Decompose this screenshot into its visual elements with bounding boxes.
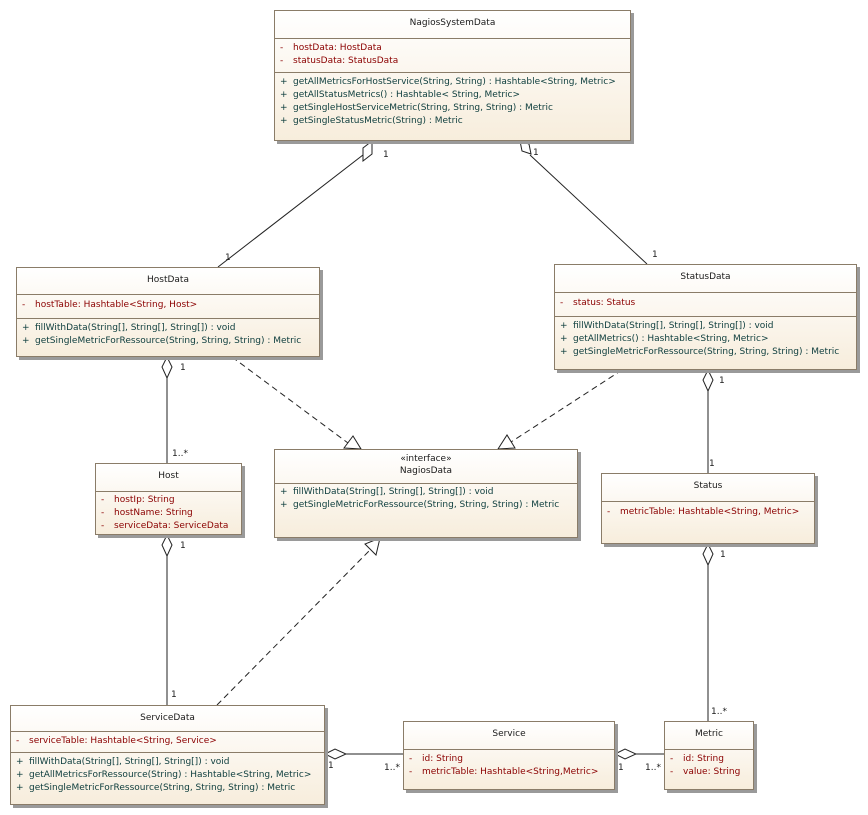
class-status[interactable]: Status -metricTable: Hashtable<String, M… [601,473,815,544]
class-servicedata[interactable]: ServiceData -serviceTable: Hashtable<Str… [10,705,325,805]
attribute-row: -hostIp: String [101,495,175,505]
attribute-row: -metricTable: Hashtable<String, Metric> [607,507,800,517]
attribute-row: -serviceTable: Hashtable<String, Service… [16,736,217,746]
class-nagiossystemdata[interactable]: NagiosSystemData -hostData: HostData -st… [274,10,631,141]
operation-row: +getSingleHostServiceMetric(String, Stri… [280,103,553,113]
realization-arrowhead [497,434,516,450]
multiplicity-label: 1 [719,376,725,386]
interface-title: «interface» NagiosData [275,450,577,484]
realization-hostdata-nagiosdata [231,356,349,444]
operation-row: +fillWithData(String[], String[], String… [16,757,230,767]
operation-row: +getSingleMetricForRessource(String, Str… [280,500,560,510]
class-metric[interactable]: Metric -id: String -value: String [664,721,754,790]
aggregation-diamond [702,368,714,393]
class-name: Host [96,464,241,492]
realization-servicedata-nagiosdata [216,549,371,706]
realization-arrowhead [343,435,362,450]
aggregation-diamond [519,140,532,155]
multiplicity-label: 1 [180,363,186,373]
attribute-row: -id: String [409,754,463,764]
multiplicity-label: 1..* [384,763,400,773]
attributes-compartment: -status: Status [555,293,856,317]
class-hostdata[interactable]: HostData -hostTable: Hashtable<String, H… [16,267,320,357]
aggregation-diamond [161,355,173,380]
operation-row: +getSingleMetricForRessource(String, Str… [22,336,302,346]
multiplicity-label: 1 [720,550,726,560]
operation-row: +getAllMetrics() : Hashtable<String, Met… [560,334,769,344]
class-name: Service [404,722,614,750]
multiplicity-label: 1 [383,150,389,160]
class-name: Metric [665,722,753,750]
attributes-compartment: -serviceTable: Hashtable<String, Service… [11,732,324,753]
class-service[interactable]: Service -id: String -metricTable: Hashta… [403,721,615,790]
multiplicity-label: 1..* [172,449,188,459]
class-statusdata[interactable]: StatusData -status: Status +fillWithData… [554,264,857,370]
multiplicity-label: 1 [533,148,539,158]
operation-row: +fillWithData(String[], String[], String… [560,321,774,331]
aggregation-nagiossystemdata-hostdata [217,147,373,268]
multiplicity-label: 1..* [711,707,727,717]
operation-row: +getAllStatusMetrics() : Hashtable< Stri… [280,90,521,100]
attributes-compartment: -metricTable: Hashtable<String, Metric> [602,502,814,523]
class-name: Status [602,474,814,502]
operation-row: +getAllMetricsForRessource(String) : Has… [16,770,312,780]
attributes-compartment: -hostTable: Hashtable<String, Host> [17,295,319,319]
attribute-row: -statusData: StatusData [280,56,399,66]
class-host[interactable]: Host -hostIp: String -hostName: String -… [95,463,242,535]
aggregation-diamond [702,542,714,567]
attributes-compartment: -hostIp: String -hostName: String -servi… [96,492,241,537]
interface-stereotype: «interface» [400,454,452,464]
operation-row: +fillWithData(String[], String[], String… [22,323,236,333]
operations-compartment: +getAllMetricsForHostService(String, Str… [275,73,630,132]
operations-compartment: +fillWithData(String[], String[], String… [555,317,856,363]
operation-row: +getSingleMetricForRessource(String, Str… [560,347,840,357]
attribute-row: -id: String [670,754,724,764]
attribute-row: -status: Status [560,298,636,308]
multiplicity-label: 1 [618,763,624,773]
attributes-compartment: -id: String -metricTable: Hashtable<Stri… [404,750,614,783]
realization-arrowhead [364,537,381,556]
aggregation-nagiossystemdata-statusdata [529,154,648,265]
multiplicity-label: 1 [652,250,658,260]
operation-row: +getSingleStatusMetric(String) : Metric [280,116,463,126]
realization-statusdata-nagiosdata [510,369,623,443]
aggregation-diamond [161,533,173,558]
operation-row: +getSingleMetricForRessource(String, Str… [16,783,296,793]
attributes-compartment: -id: String -value: String [665,750,753,783]
multiplicity-label: 1 [180,541,186,551]
multiplicity-label: 1 [171,690,177,700]
attribute-row: -metricTable: Hashtable<String,Metric> [409,767,599,777]
class-name: NagiosSystemData [275,11,630,39]
interface-nagiosdata[interactable]: «interface» NagiosData +fillWithData(Str… [274,449,578,538]
aggregation-diamond [362,139,373,163]
operation-row: +getAllMetricsForHostService(String, Str… [280,77,616,87]
attribute-row: -hostName: String [101,508,193,518]
multiplicity-label: 1 [225,253,231,263]
multiplicity-label: 1 [328,761,334,771]
operation-row: +fillWithData(String[], String[], String… [280,487,494,497]
operations-compartment: +fillWithData(String[], String[], String… [17,319,319,352]
attributes-compartment: -hostData: HostData -statusData: StatusD… [275,39,630,73]
class-name: StatusData [555,265,856,293]
attribute-row: -value: String [670,767,741,777]
attribute-row: -hostData: HostData [280,43,382,53]
multiplicity-label: 1 [709,459,715,469]
aggregation-diamond [323,748,348,760]
attribute-row: -serviceData: ServiceData [101,521,229,531]
attribute-row: -hostTable: Hashtable<String, Host> [22,300,198,310]
class-name: ServiceData [11,706,324,732]
operations-compartment: +fillWithData(String[], String[], String… [275,484,577,516]
operations-compartment: +fillWithData(String[], String[], String… [11,753,324,799]
aggregation-diamond [613,748,638,760]
multiplicity-label: 1..* [645,763,661,773]
class-name: HostData [17,268,319,295]
class-name: NagiosData [399,466,453,476]
